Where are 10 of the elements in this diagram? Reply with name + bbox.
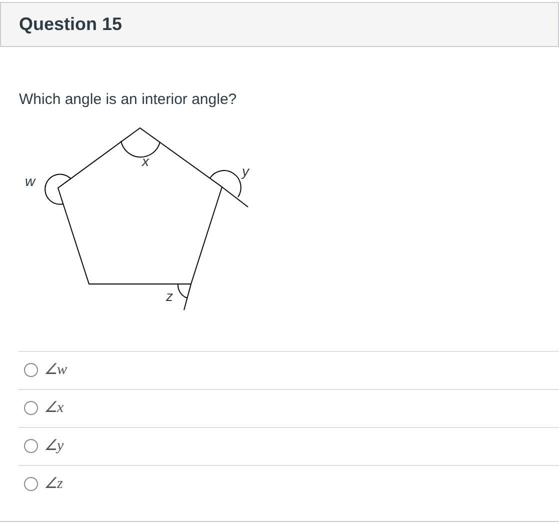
angle-label: x — [142, 153, 149, 169]
angle-label: w — [25, 173, 36, 189]
answer-option: ∠z — [44, 474, 63, 493]
answer-option: ∠x — [44, 398, 64, 417]
question-title: Question 15 — [19, 14, 122, 35]
angle-label: z — [166, 288, 173, 304]
answer-option: ∠y — [44, 436, 64, 455]
question-text: Which angle is an interior angle? — [19, 91, 237, 108]
answer-option: ∠w — [44, 360, 68, 379]
angle-label: y — [242, 163, 249, 179]
